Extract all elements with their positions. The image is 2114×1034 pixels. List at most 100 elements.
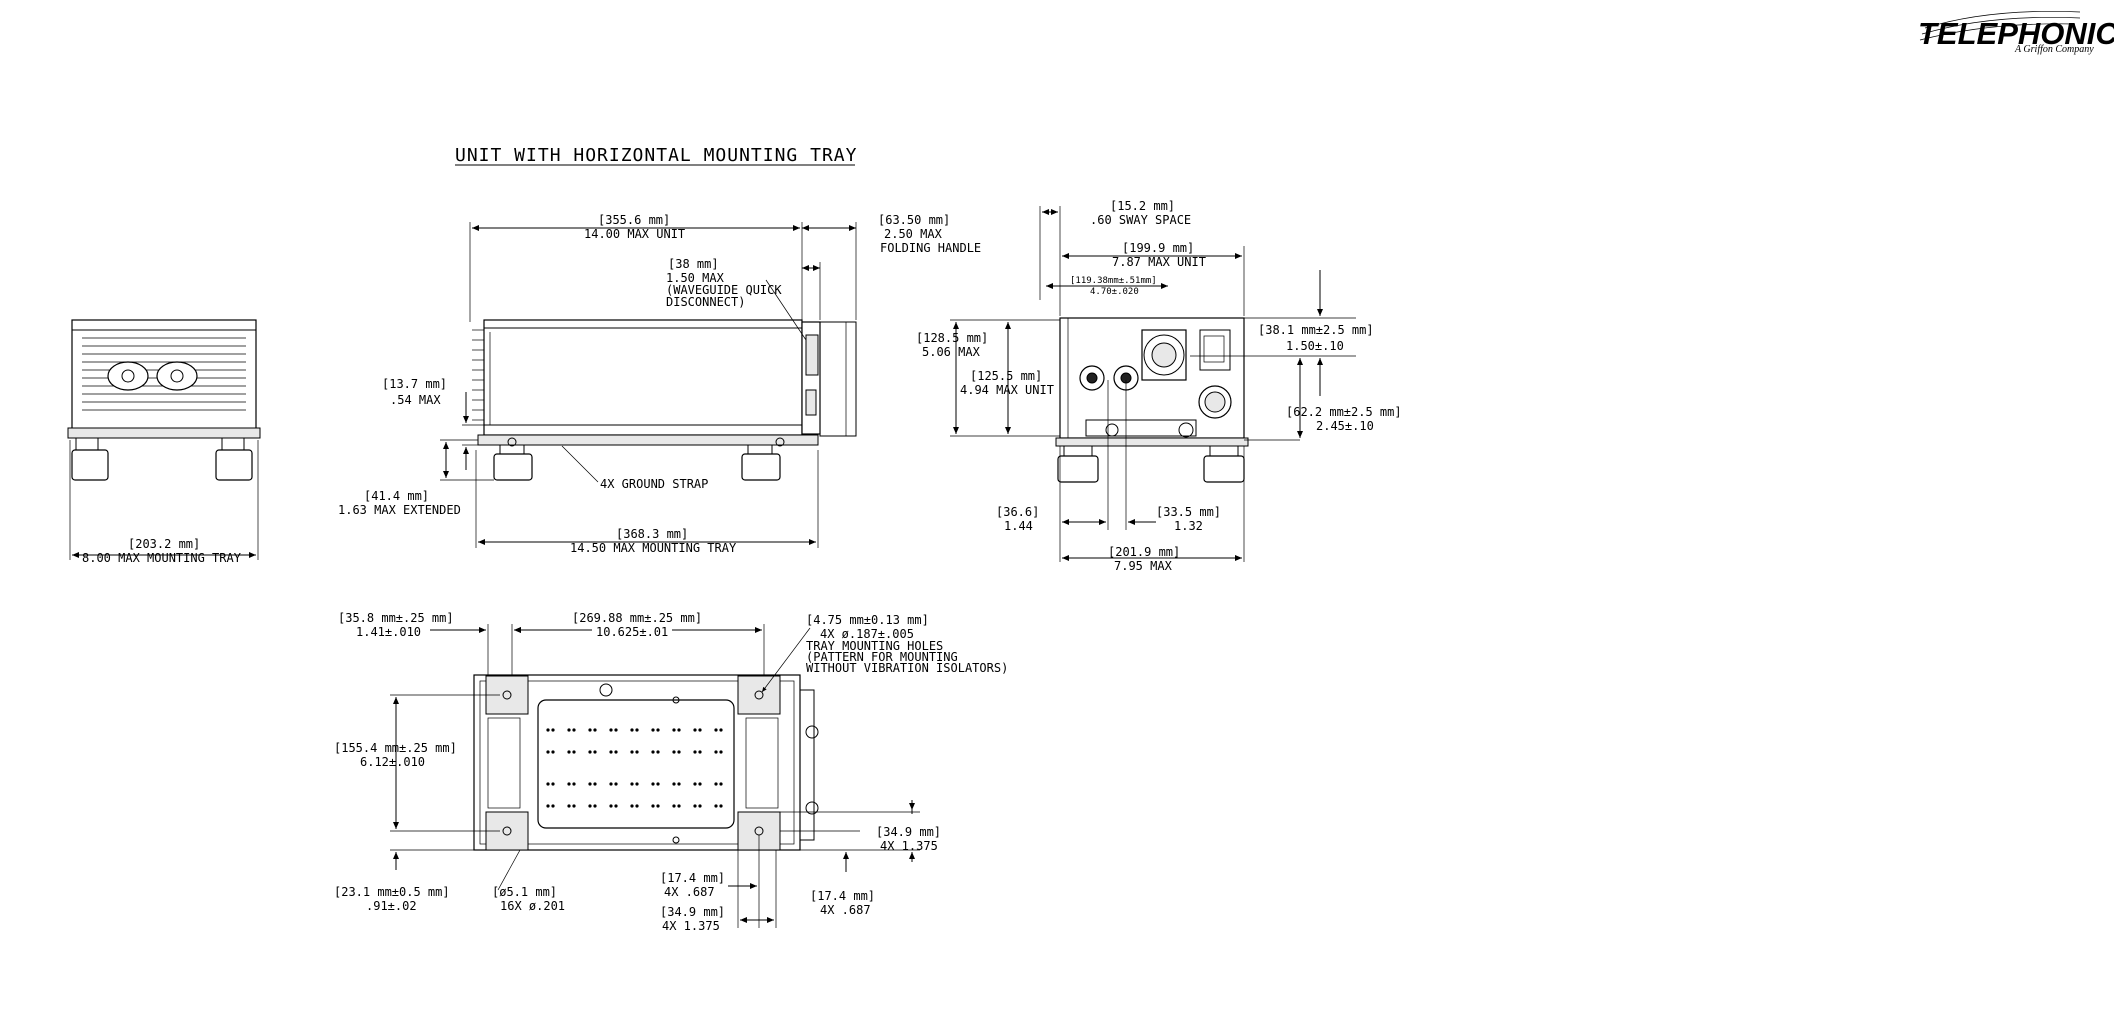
- grid-hole: [651, 728, 655, 732]
- top-view: [35.8 mm±.25 mm] 1.41±.010 [269.88 mm±.2…: [334, 611, 1008, 933]
- l1-mm: [155.4 mm±.25 mm]: [334, 741, 457, 755]
- grid-hole: [656, 782, 660, 786]
- grid-hole: [714, 782, 718, 786]
- grid-hole: [693, 782, 697, 786]
- grid-hole: [630, 782, 634, 786]
- holes-in: 4X ø.187±.005: [820, 627, 914, 641]
- drawing-title: UNIT WITH HORIZONTAL MOUNTING TRAY: [455, 145, 857, 166]
- end-unit-in: 7.87 MAX UNIT: [1112, 255, 1206, 269]
- handle-in-1: 2.50 MAX: [884, 227, 943, 241]
- waveguide-in-2: (WAVEGUIDE QUICK: [666, 283, 782, 297]
- grid-hole: [677, 728, 681, 732]
- logo-brand: TELEPHONICS: [1918, 16, 2114, 51]
- grid-hole: [719, 728, 723, 732]
- b1-in: 1.44: [1004, 519, 1033, 533]
- grid-hole: [672, 782, 676, 786]
- grid-hole: [698, 782, 702, 786]
- grid-hole: [677, 782, 681, 786]
- end-unit-mm: [199.9 mm]: [1122, 241, 1194, 255]
- grid-hole: [719, 782, 723, 786]
- grid-hole: [672, 804, 676, 808]
- inner-mm: [119.38mm±.51mm]: [1070, 276, 1157, 286]
- grid-hole: [693, 804, 697, 808]
- front-view: [203.2 mm] 8.00 MAX MOUNTING TRAY: [67, 319, 261, 565]
- grid-hole: [551, 804, 555, 808]
- end-view: [15.2 mm] .60 SWAY SPACE [199.9 mm] 7.87…: [916, 199, 1402, 573]
- t2-mm: [269.88 mm±.25 mm]: [572, 611, 702, 625]
- grid-hole: [546, 804, 550, 808]
- l2-in: .91±.02: [366, 899, 417, 913]
- front-width-in: 8.00 MAX MOUNTING TRAY: [82, 551, 242, 565]
- grid-hole: [588, 728, 592, 732]
- grid-hole: [551, 782, 555, 786]
- grid-hole: [567, 782, 571, 786]
- isolator-in: .54 MAX: [390, 393, 441, 407]
- telephonics-logo: TELEPHONICS A Griffon Company: [1918, 10, 2114, 55]
- side-length-in: 14.00 MAX UNIT: [584, 227, 685, 241]
- grid-hole: [714, 728, 718, 732]
- grid-hole: [635, 804, 639, 808]
- t1-in: 1.41±.010: [356, 625, 421, 639]
- grid-hole: [609, 728, 613, 732]
- side-length-mm: [355.6 mm]: [598, 213, 670, 227]
- r1-mm: [34.9 mm]: [876, 825, 941, 839]
- grid-hole: [693, 750, 697, 754]
- front-width-mm: [203.2 mm]: [128, 537, 200, 551]
- grid-hole: [567, 804, 571, 808]
- grid-hole: [546, 782, 550, 786]
- r1-in: 4X 1.375: [880, 839, 938, 853]
- tray-mm: [368.3 mm]: [616, 527, 688, 541]
- grid-hole: [714, 804, 718, 808]
- handle-mm: [63.50 mm]: [878, 213, 950, 227]
- r2-in: 4X .687: [820, 903, 871, 917]
- grid-hole: [635, 782, 639, 786]
- grid-hole: [609, 804, 613, 808]
- extended-in: 1.63 MAX EXTENDED: [338, 503, 461, 517]
- grid-hole: [714, 750, 718, 754]
- isolator-mm: [13.7 mm]: [382, 377, 447, 391]
- grid-hole: [567, 728, 571, 732]
- grid-hole: [698, 804, 702, 808]
- r2-in: 2.45±.10: [1316, 419, 1374, 433]
- h-max-mm: [128.5 mm]: [916, 331, 988, 345]
- grid-hole: [551, 728, 555, 732]
- ground-strap-label: 4X GROUND STRAP: [600, 477, 708, 491]
- grid-hole: [677, 750, 681, 754]
- grid-hole: [672, 750, 676, 754]
- grid-hole: [588, 782, 592, 786]
- grid-hole: [593, 728, 597, 732]
- grid-hole: [551, 750, 555, 754]
- grid-hole: [698, 728, 702, 732]
- m1-mm: [17.4 mm]: [660, 871, 725, 885]
- grid-hole: [656, 804, 660, 808]
- hole-dia-in: 16X ø.201: [500, 899, 565, 913]
- holes-desc-1: TRAY MOUNTING HOLES: [806, 639, 943, 653]
- grid-hole: [635, 728, 639, 732]
- grid-hole: [572, 750, 576, 754]
- grid-hole: [630, 804, 634, 808]
- extended-mm: [41.4 mm]: [364, 489, 429, 503]
- grid-hole: [630, 750, 634, 754]
- grid-hole: [614, 750, 618, 754]
- h-max-in: 5.06 MAX: [922, 345, 981, 359]
- grid-hole: [588, 804, 592, 808]
- grid-hole: [588, 750, 592, 754]
- grid-hole: [677, 804, 681, 808]
- t1-mm: [35.8 mm±.25 mm]: [338, 611, 454, 625]
- waveguide-mm: [38 mm]: [668, 257, 719, 271]
- b2-in: 1.32: [1174, 519, 1203, 533]
- r2-mm: [62.2 mm±2.5 mm]: [1286, 405, 1402, 419]
- grid-hole: [593, 782, 597, 786]
- grid-hole: [614, 728, 618, 732]
- grid-hole: [672, 728, 676, 732]
- grid-hole: [614, 782, 618, 786]
- sway-in: .60 SWAY SPACE: [1090, 213, 1191, 227]
- r1-mm: [38.1 mm±2.5 mm]: [1258, 323, 1374, 337]
- grid-hole: [630, 728, 634, 732]
- grid-hole: [567, 750, 571, 754]
- l2-mm: [23.1 mm±0.5 mm]: [334, 885, 450, 899]
- grid-hole: [719, 750, 723, 754]
- grid-hole: [651, 782, 655, 786]
- holes-mm: [4.75 mm±0.13 mm]: [806, 613, 929, 627]
- m1-in: 4X .687: [664, 885, 715, 899]
